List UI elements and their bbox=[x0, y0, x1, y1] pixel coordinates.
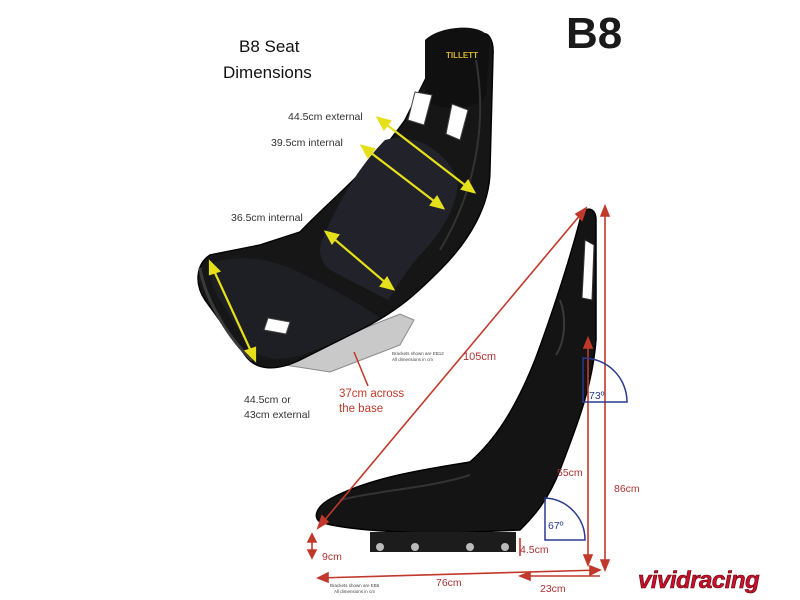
dim-internal-hip: 36.5cm internal bbox=[231, 212, 303, 224]
dim-depth: 23cm bbox=[540, 583, 566, 595]
front-bracket-note-2: All dimensions in cm bbox=[392, 357, 433, 362]
dim-length: 76cm bbox=[436, 577, 462, 589]
dim-offset: 4.5cm bbox=[520, 544, 549, 556]
dim-base-line-2: 43cm external bbox=[244, 409, 310, 421]
brand-logo: vividracing bbox=[638, 567, 760, 594]
seat-badge-text: TILLETT bbox=[446, 51, 478, 60]
side-seat-image bbox=[315, 208, 597, 552]
dim-base-line-1: 44.5cm or bbox=[244, 394, 291, 406]
dim-base-height: 9cm bbox=[322, 551, 342, 563]
dim-external-top: 44.5cm external bbox=[288, 111, 363, 123]
note-base-pointer bbox=[353, 351, 369, 387]
note-base-line-1: 37cm across bbox=[339, 388, 404, 400]
note-base-line-2: the base bbox=[339, 403, 383, 415]
front-seat-image bbox=[197, 27, 494, 373]
front-dimension-lines bbox=[208, 116, 477, 363]
dim-internal-shoulder: 39.5cm internal bbox=[271, 137, 343, 149]
title-line-2: Dimensions bbox=[223, 63, 312, 82]
front-bracket-note-1: Brackets shown are EB12 bbox=[392, 351, 444, 356]
side-dimension-lines bbox=[306, 203, 611, 584]
title-line-1: B8 Seat bbox=[239, 37, 300, 56]
side-bracket-note-2: All dimensions in cm bbox=[334, 589, 375, 594]
angle-top: 73º bbox=[589, 390, 605, 402]
dim-back-height: 55cm bbox=[557, 467, 583, 479]
side-bracket-note-1: Brackets shown are EB6 bbox=[330, 583, 380, 588]
dim-total-height: 86cm bbox=[614, 483, 640, 495]
angle-indicators bbox=[544, 357, 628, 541]
angle-bottom: 67º bbox=[548, 520, 564, 532]
model-heading: B8 bbox=[566, 9, 622, 58]
dim-diagonal: 105cm bbox=[463, 351, 496, 363]
